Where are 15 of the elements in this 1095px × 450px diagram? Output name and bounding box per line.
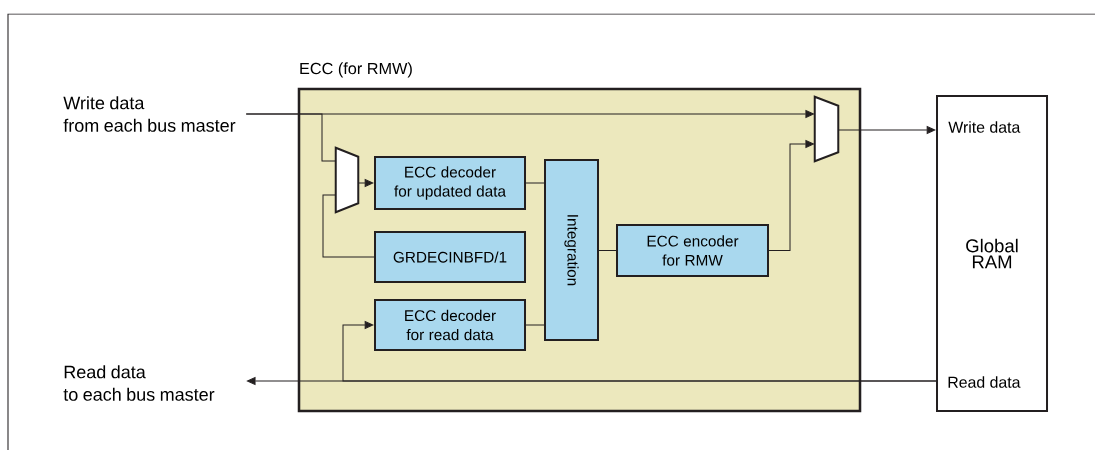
block-title: ECC (for RMW): [300, 62, 412, 78]
arrow: [357, 179, 374, 187]
arrow: [837, 126, 936, 134]
process-box: Integration: [544, 159, 599, 341]
arrow: [342, 321, 937, 382]
arrow: [768, 140, 814, 251]
process-box: ECC decoder for updated data: [374, 156, 526, 210]
process-box: ECC decoder for read data: [374, 299, 526, 351]
port-label: Read data: [948, 376, 1021, 388]
process-box: ECC encoder for RMW: [616, 224, 769, 277]
memory-block: Write data Global RAM Read data: [936, 95, 1048, 412]
process-box: GRDECINBFD/1: [374, 231, 526, 283]
signal-label: Write data from each bus master: [63, 96, 236, 132]
port-label: Write data: [948, 121, 1021, 133]
signal-label: Read data to each bus master: [63, 365, 215, 401]
